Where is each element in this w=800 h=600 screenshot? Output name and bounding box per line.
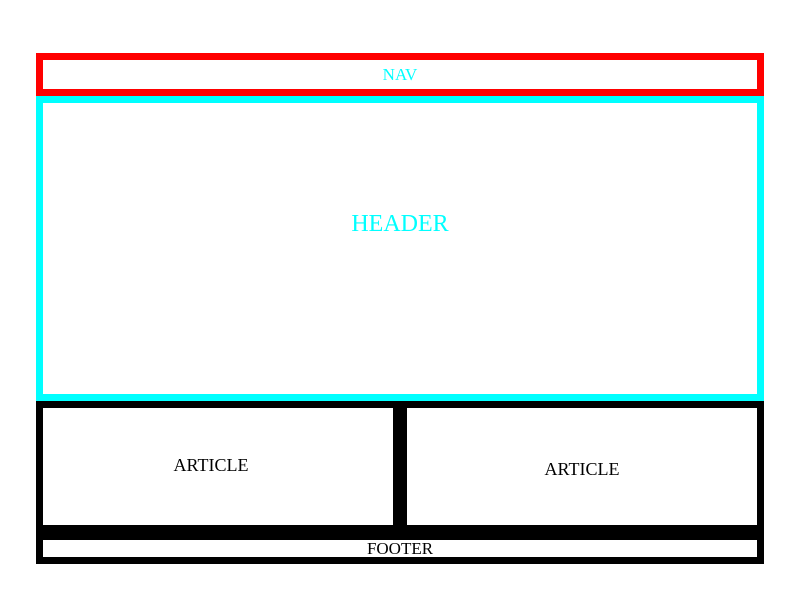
header-region: HEADER bbox=[36, 96, 764, 401]
nav-label: NAV bbox=[382, 65, 418, 84]
header-label: HEADER bbox=[351, 211, 449, 237]
content-footer-container: ARTICLE ARTICLE FOOTER bbox=[36, 401, 764, 564]
footer-region: FOOTER bbox=[43, 540, 757, 557]
article-label-right: ARTICLE bbox=[544, 459, 620, 479]
footer-label: FOOTER bbox=[366, 539, 434, 558]
article-region-left: ARTICLE bbox=[43, 408, 393, 525]
nav-region: NAV bbox=[36, 53, 764, 96]
article-label-left: ARTICLE bbox=[173, 455, 249, 475]
article-region-right: ARTICLE bbox=[407, 408, 757, 525]
